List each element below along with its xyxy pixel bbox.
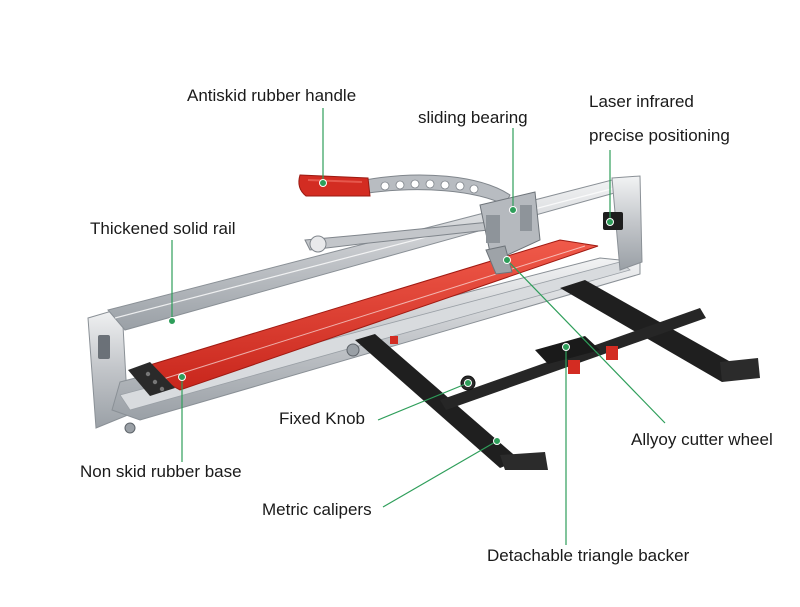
sliding-bearing-carriage bbox=[479, 191, 541, 275]
leader-calipers bbox=[382, 440, 498, 508]
leader-wheel bbox=[506, 259, 666, 424]
leader-dots bbox=[168, 179, 614, 445]
label-rail: Thickened solid rail bbox=[90, 219, 236, 238]
label-backer: Detachable triangle backer bbox=[487, 546, 690, 565]
extension-arms bbox=[355, 280, 760, 470]
red-stops bbox=[390, 336, 618, 374]
label-bearing: sliding bearing bbox=[418, 108, 528, 127]
leader-knob bbox=[377, 382, 469, 421]
label-calipers: Metric calipers bbox=[262, 500, 372, 519]
label-knob: Fixed Knob bbox=[279, 409, 365, 428]
red-rubber-bed bbox=[138, 239, 599, 391]
label-handle: Antiskid rubber handle bbox=[187, 86, 357, 105]
label-laser-line1: Laser infrared bbox=[589, 92, 694, 111]
label-wheel: Allyoy cutter wheel bbox=[631, 430, 773, 449]
leader-lines bbox=[171, 108, 666, 545]
label-laser-line2: precise positioning bbox=[589, 126, 730, 145]
rubber-base-pad bbox=[128, 362, 175, 396]
label-base: Non skid rubber base bbox=[80, 462, 242, 481]
red-handle-grip bbox=[298, 174, 371, 197]
